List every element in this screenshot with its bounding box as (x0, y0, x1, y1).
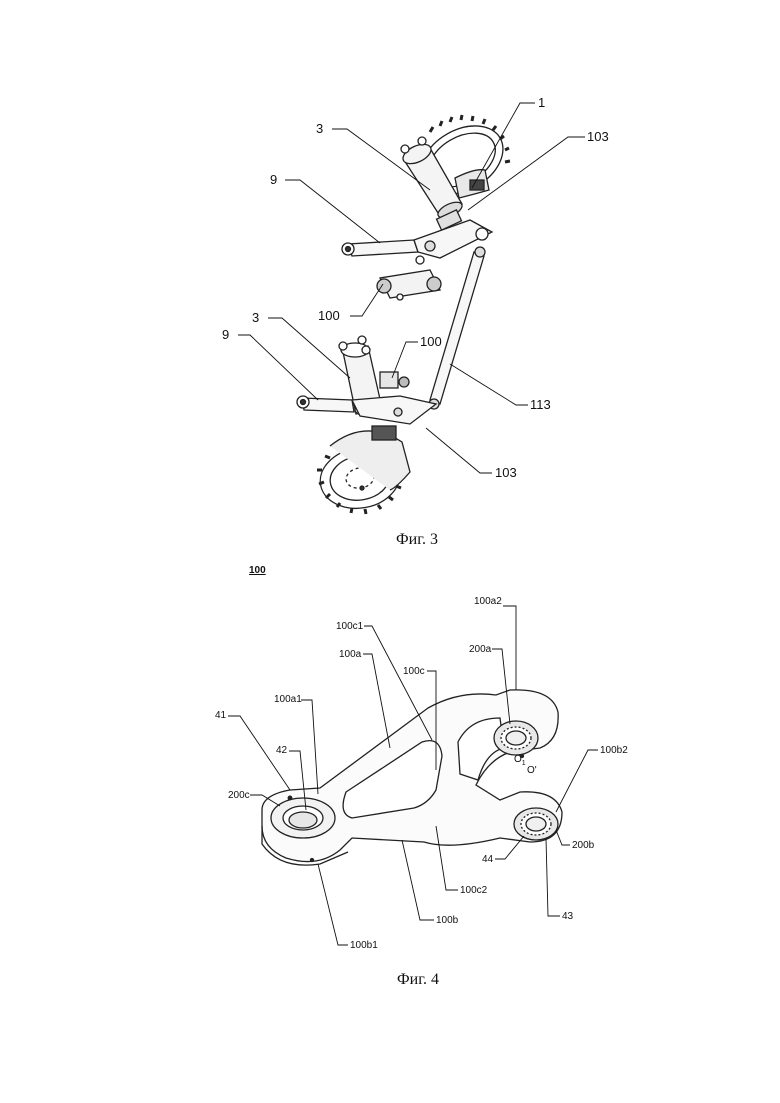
lower-wheel (315, 426, 410, 514)
figure-3-caption: Фиг. 3 (396, 531, 438, 549)
label-100a2: 100a2 (474, 596, 502, 607)
link-100-upper (377, 256, 441, 300)
figure-4-reference-number: 100 (249, 565, 266, 576)
label-41: 41 (215, 710, 227, 721)
figure-4-caption: Фиг. 4 (397, 971, 439, 989)
label-100b: 100b (436, 915, 459, 926)
label-O1-subscript: 1 (522, 760, 526, 767)
label-200b: 200b (572, 840, 595, 851)
label-100b1: 100b1 (350, 940, 378, 951)
lower-arm-9 (297, 396, 436, 424)
label-100a1: 100a1 (274, 694, 302, 705)
label-44: 44 (482, 854, 494, 865)
brace-113 (429, 247, 485, 409)
label-200a: 200a (469, 644, 492, 655)
label-103-bottom: 103 (495, 465, 517, 480)
label-42: 42 (276, 745, 288, 756)
upper-strut-cylinder (400, 137, 464, 230)
label-100c: 100c (403, 666, 425, 677)
label-100b2: 100b2 (600, 745, 628, 756)
label-103-top: 103 (587, 129, 609, 144)
label-100c1: 100c1 (336, 621, 364, 632)
label-9-bottom: 9 (222, 327, 229, 342)
label-9-top: 9 (270, 172, 277, 187)
label-3-bottom: 3 (252, 310, 259, 325)
label-100c2: 100c2 (460, 885, 488, 896)
label-43: 43 (562, 911, 574, 922)
label-1: 1 (538, 95, 545, 110)
upper-arm-9 (342, 220, 492, 258)
label-200c: 200c (228, 790, 250, 801)
label-100-middle: 100 (420, 334, 442, 349)
label-O-prime: O' (527, 765, 537, 776)
figure-4-link (262, 690, 562, 865)
label-113: 113 (530, 397, 551, 412)
label-100-left: 100 (318, 308, 340, 323)
label-100a: 100a (339, 649, 362, 660)
label-3-top: 3 (316, 121, 323, 136)
